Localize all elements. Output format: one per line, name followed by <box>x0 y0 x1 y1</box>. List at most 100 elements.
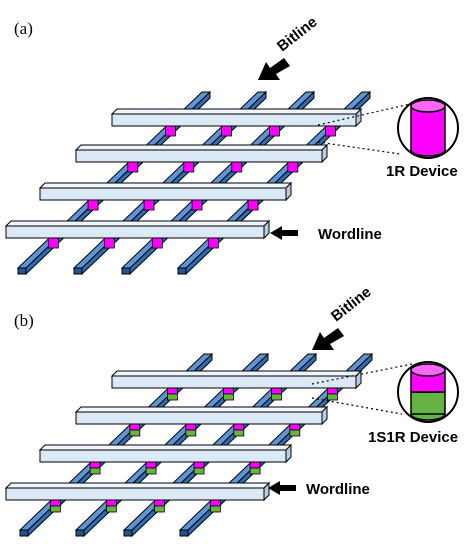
wordline-arrow-a: Wordline <box>270 226 382 243</box>
wordline-top <box>4 482 271 489</box>
memory-cell-resistor <box>327 387 338 395</box>
memory-cell <box>191 199 203 211</box>
memory-cell-selector <box>167 393 178 401</box>
wordline <box>111 375 357 389</box>
wordline-end <box>321 143 328 164</box>
device-callout-b: 1S1R Device <box>311 361 459 446</box>
memory-cell-resistor <box>185 423 197 431</box>
memory-cell-selector <box>193 467 205 475</box>
bitline-arrow-a: Bitline <box>258 14 321 80</box>
bitline-label-b: Bitline <box>328 284 375 326</box>
memory-cell-resistor <box>105 499 117 507</box>
bitline-end <box>179 529 189 537</box>
panel-b: (b) Bitline 1S1R Device Wordline <box>4 284 459 538</box>
memory-cell-selector <box>145 467 157 475</box>
wordline-arrow-icon <box>268 481 296 495</box>
device-label-b: 1S1R Device <box>368 429 458 446</box>
memory-cell-resistor <box>209 499 221 507</box>
memory-cell-selector <box>223 393 234 401</box>
memory-cell <box>103 237 115 249</box>
memory-cell <box>183 161 195 173</box>
device-1r-icon <box>410 99 446 157</box>
memory-cell <box>127 161 139 173</box>
memory-cell-resistor <box>233 423 245 431</box>
wordline <box>39 449 287 463</box>
memory-cell-selector <box>327 393 338 401</box>
bitline-end <box>75 529 85 537</box>
wordline-top <box>110 108 363 115</box>
memory-cell-selector <box>105 505 117 513</box>
memory-cell-selector <box>49 505 61 513</box>
memory-cell-resistor <box>271 387 282 395</box>
memory-cell <box>47 237 59 249</box>
wordline-top <box>4 220 271 227</box>
memory-cell <box>247 199 259 211</box>
memory-cell <box>269 125 280 137</box>
wordline-top <box>38 444 293 451</box>
wordline-arrow-icon <box>270 226 298 240</box>
bitline-arrow-icon <box>312 328 344 350</box>
memory-cell <box>287 161 299 173</box>
wordline-end <box>263 219 270 240</box>
wordline <box>39 187 287 201</box>
wordline-end <box>285 181 292 202</box>
wordline-top <box>74 144 329 151</box>
memory-cell-selector <box>89 467 101 475</box>
wordline-end <box>285 443 292 464</box>
memory-cell <box>325 125 336 137</box>
memory-cell <box>151 237 163 249</box>
wordline <box>75 411 323 425</box>
bitline-end <box>121 267 131 275</box>
wordline <box>75 149 323 163</box>
wordline-arrow-b: Wordline <box>268 481 370 498</box>
panel-a-label: (a) <box>14 19 33 38</box>
wordline-top <box>38 182 293 189</box>
bitline-end <box>19 529 29 537</box>
bitline-arrow-icon <box>258 58 290 80</box>
memory-cell-resistor <box>249 461 261 469</box>
wordlines-a <box>4 107 363 249</box>
wordlines-b <box>4 369 363 513</box>
memory-cell <box>207 237 219 249</box>
bitline-arrow-b: Bitline <box>312 284 375 350</box>
resistor-top <box>410 99 446 113</box>
memory-cell-selector <box>289 429 301 437</box>
wordline-label-b: Wordline <box>306 481 370 498</box>
memory-cell-resistor <box>193 461 205 469</box>
memory-cell-resistor <box>89 461 101 469</box>
device-callout-a: 1R Device <box>317 97 459 180</box>
memory-cell-resistor <box>289 423 301 431</box>
memory-cell-resistor <box>153 499 165 507</box>
memory-cell <box>87 199 99 211</box>
resistor-fill <box>412 106 444 150</box>
bitline-end <box>177 267 187 275</box>
memory-cell-selector <box>185 429 197 437</box>
memory-cell-selector <box>129 429 141 437</box>
memory-cell-selector <box>153 505 165 513</box>
memory-cell <box>221 125 232 137</box>
selector-body <box>410 391 446 415</box>
bitline-end <box>123 529 133 537</box>
memory-cell <box>165 125 176 137</box>
memory-cell-selector <box>233 429 245 437</box>
memory-cell-resistor <box>145 461 157 469</box>
memory-cell-selector <box>209 505 221 513</box>
memory-cell-selector <box>249 467 261 475</box>
panel-b-label: (b) <box>14 311 34 330</box>
wordline-end <box>263 481 270 502</box>
memory-cell-resistor <box>49 499 61 507</box>
resistor-top <box>410 363 446 377</box>
wordline-label-a: Wordline <box>318 226 382 243</box>
panel-a: (a) Bitline 1R Device Wordline <box>4 14 459 276</box>
bitline-label-a: Bitline <box>274 14 321 56</box>
bitline-end <box>17 267 27 275</box>
memory-cell-resistor <box>129 423 141 431</box>
device-1s1r-icon <box>410 363 446 421</box>
wordline-top <box>74 406 329 413</box>
memory-cell-selector <box>271 393 282 401</box>
wordline <box>5 225 265 239</box>
device-label-a: 1R Device <box>386 163 458 180</box>
memory-cell <box>231 161 243 173</box>
wordline <box>5 487 265 501</box>
wordline-top <box>110 370 363 377</box>
